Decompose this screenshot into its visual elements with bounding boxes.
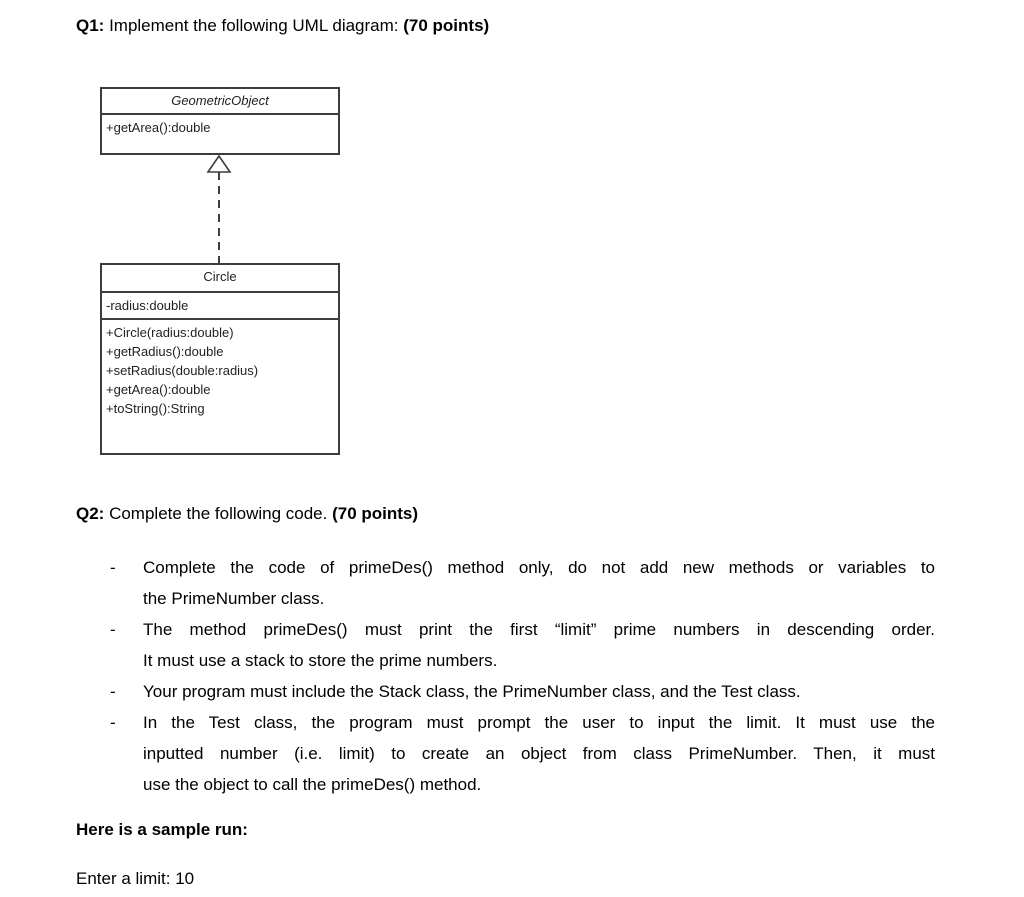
uml-method: +toString():String bbox=[106, 401, 205, 416]
q1-text: Implement the following UML diagram: bbox=[104, 16, 404, 35]
bullet-line: Complete the code of primeDes() method o… bbox=[143, 558, 935, 577]
bullet-text: The method primeDes() must print the fir… bbox=[143, 614, 935, 676]
bullet-text: Complete the code of primeDes() method o… bbox=[143, 552, 935, 614]
uml-method: +Circle(radius:double) bbox=[106, 325, 234, 340]
q1-heading: Q1: Implement the following UML diagram:… bbox=[76, 15, 489, 37]
q2-text: Complete the following code. bbox=[104, 504, 333, 523]
uml-class-circle: Circle -radius:double +Circle(radius:dou… bbox=[100, 263, 340, 455]
bullet-line: the PrimeNumber class. bbox=[143, 589, 325, 608]
hollow-triangle-arrowhead bbox=[206, 155, 232, 173]
bullet-line: The method primeDes() must print the fir… bbox=[143, 620, 935, 639]
bullet-item: - Complete the code of primeDes() method… bbox=[110, 552, 935, 614]
q2-points: (70 points) bbox=[332, 504, 419, 523]
bullet-item: - Your program must include the Stack cl… bbox=[110, 676, 935, 707]
bullet-line: It must use a stack to store the prime n… bbox=[143, 651, 498, 670]
bullet-text: Your program must include the Stack clas… bbox=[143, 676, 935, 707]
q2-label: Q2: bbox=[76, 504, 105, 523]
bullet-item: - The method primeDes() must print the f… bbox=[110, 614, 935, 676]
q2-bullet-list: - Complete the code of primeDes() method… bbox=[110, 552, 935, 800]
sample-run-output: Enter a limit: 10 bbox=[76, 869, 195, 888]
bullet-marker: - bbox=[110, 682, 116, 701]
uml-method: +getRadius():double bbox=[106, 344, 224, 359]
sample-run-heading: Here is a sample run: bbox=[76, 820, 248, 839]
bullet-line: use the object to call the primeDes() me… bbox=[143, 775, 482, 794]
uml-method: +setRadius(double:radius) bbox=[106, 363, 259, 378]
uml-method: +getArea():double bbox=[106, 120, 211, 135]
q1-label: Q1: bbox=[76, 16, 105, 35]
uml-class-geometricobject: GeometricObject +getArea():double bbox=[100, 87, 340, 155]
bullet-marker: - bbox=[110, 558, 116, 577]
bullet-line: inputted number (i.e. limit) to create a… bbox=[143, 744, 935, 763]
uml-attributes-compartment: -radius:double bbox=[102, 293, 338, 320]
uml-methods-compartment: +Circle(radius:double) +getRadius():doubl… bbox=[102, 320, 338, 421]
bullet-item: - In the Test class, the program must pr… bbox=[110, 707, 935, 800]
bullet-line: In the Test class, the program must prom… bbox=[143, 713, 935, 732]
bullet-line: Your program must include the Stack clas… bbox=[143, 682, 801, 701]
uml-methods-compartment: +getArea():double bbox=[102, 115, 338, 140]
uml-attribute: -radius:double bbox=[106, 298, 189, 313]
bullet-marker: - bbox=[110, 620, 116, 639]
bullet-text: In the Test class, the program must prom… bbox=[143, 707, 935, 800]
q1-points: (70 points) bbox=[403, 16, 490, 35]
uml-class-title: Circle bbox=[102, 265, 338, 293]
uml-realization-connector bbox=[206, 155, 232, 263]
uml-method: +getArea():double bbox=[106, 382, 211, 397]
uml-class-title: GeometricObject bbox=[102, 89, 338, 115]
bullet-marker: - bbox=[110, 713, 116, 732]
q2-heading: Q2: Complete the following code. (70 poi… bbox=[76, 503, 418, 525]
